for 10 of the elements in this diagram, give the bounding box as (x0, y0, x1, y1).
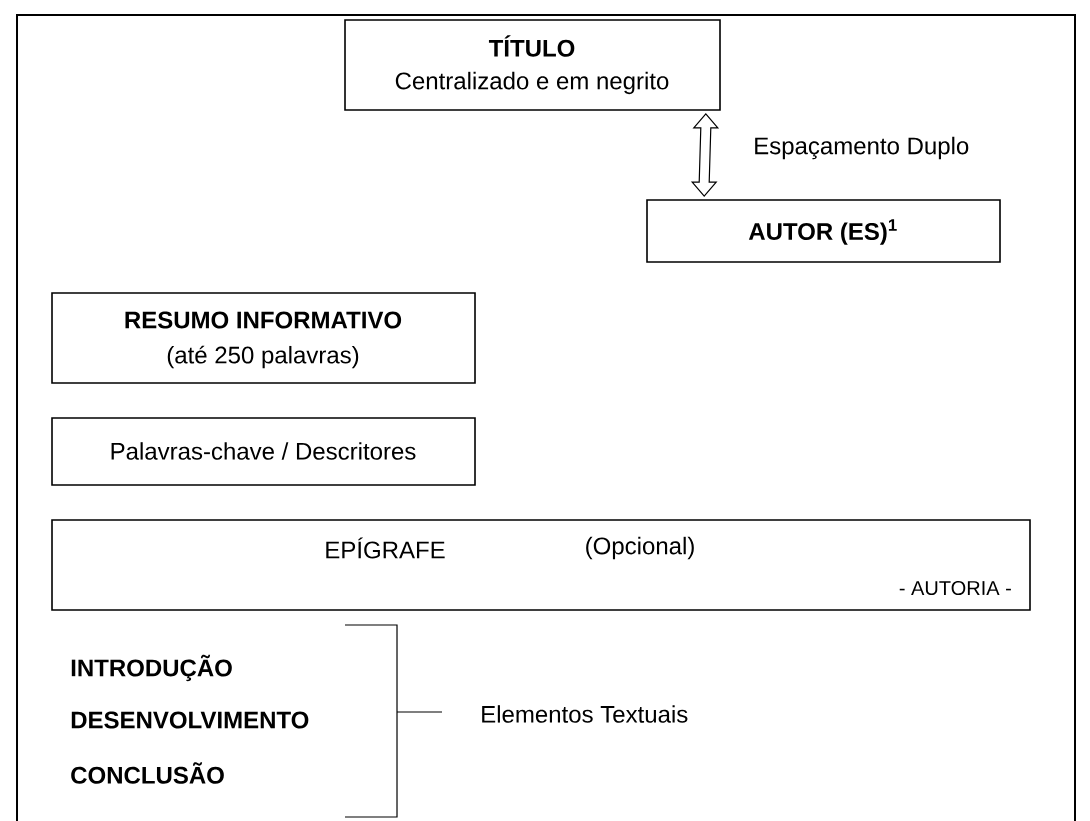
epigraph-box: EPÍGRAFE (Opcional) - AUTORIA - (51, 519, 1031, 611)
abstract-box: RESUMO INFORMATIVO (até 250 palavras) (51, 292, 476, 384)
author-box: AUTOR (ES)$^{1}$ (646, 199, 1001, 263)
section-heading: INTRODUÇÃO (71, 654, 232, 682)
keywords-box: Palavras-chave / Descritores (51, 417, 476, 486)
section-heading: CONCLUSÃO (71, 762, 224, 784)
title-box: TÍTULO Centralizado e em negrito (344, 19, 721, 111)
edge-label: Espaçamento Duplo (755, 136, 969, 160)
bracket-caption: Elementos Textuais (482, 705, 688, 723)
section-heading: DESENVOLVIMENTO (71, 711, 309, 729)
